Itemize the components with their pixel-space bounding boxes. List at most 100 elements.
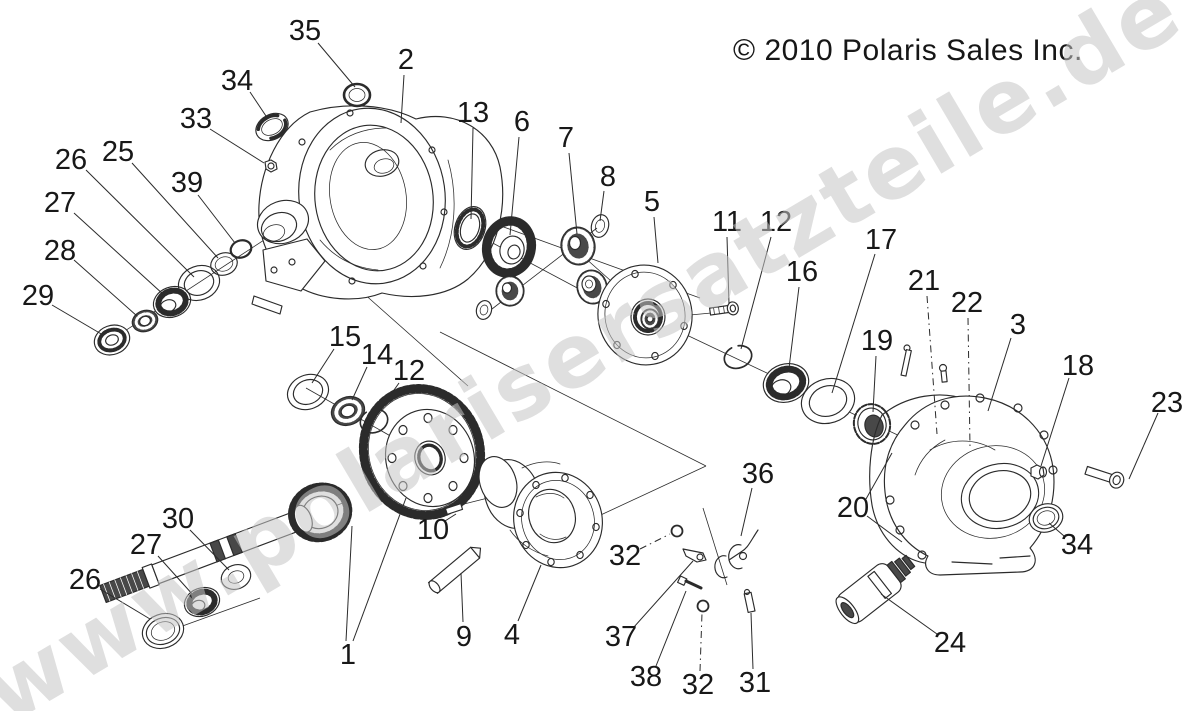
part-thrust-washer-13 <box>453 205 487 251</box>
copyright-text: © 2010 Polaris Sales Inc. <box>733 34 1083 67</box>
part-seal-34-cover <box>1028 503 1064 533</box>
callout-37: 37 <box>605 621 637 653</box>
part-snap-ring-12 <box>723 344 753 370</box>
callout-28: 28 <box>44 235 76 267</box>
leader-line-24 <box>880 593 938 635</box>
callout-29: 29 <box>22 280 54 312</box>
construction-line <box>361 291 469 387</box>
leader-line-16 <box>788 286 800 369</box>
leader-line-1 <box>352 497 407 642</box>
part-output-flange-5 <box>597 264 693 366</box>
part-coupler-19 <box>852 403 892 445</box>
part-seal-26-pinion <box>141 612 185 650</box>
callout-9: 9 <box>456 621 472 653</box>
leader-line-25 <box>131 162 219 259</box>
leader-line-11 <box>726 236 730 305</box>
part-plug-18 <box>1030 464 1048 480</box>
leader-line-12 <box>374 382 400 418</box>
part-main-gearcase <box>251 105 504 315</box>
leader-line-38 <box>655 590 687 667</box>
callout-21: 21 <box>908 265 940 297</box>
part-solenoid-24 <box>835 554 916 625</box>
callout-18: 18 <box>1062 350 1094 382</box>
leader-line-1 <box>345 525 353 642</box>
callout-32: 32 <box>609 540 641 572</box>
part-bearing-race-17 <box>800 377 856 425</box>
leader-line-35 <box>317 42 356 88</box>
callout-15: 15 <box>329 321 361 353</box>
leader-line-39 <box>197 194 236 244</box>
leader-line-32 <box>699 612 703 672</box>
part-washer-8-lower <box>475 300 493 320</box>
part-bearing-16 <box>762 363 810 403</box>
part-washer-29 <box>93 324 131 356</box>
leader-line-17 <box>831 253 876 394</box>
leader-lines <box>51 42 1159 672</box>
callout-33: 33 <box>180 103 212 135</box>
callout-6: 6 <box>514 106 530 138</box>
callout-25: 25 <box>102 136 134 168</box>
callout-16: 16 <box>786 256 818 288</box>
callout-34: 34 <box>221 65 253 97</box>
part-oring-32b <box>696 599 710 613</box>
leader-line-13 <box>470 127 474 220</box>
callout-36: 36 <box>742 458 774 490</box>
leader-line-34 <box>249 91 269 120</box>
callout-12: 12 <box>760 206 792 238</box>
leader-line-15 <box>311 348 335 384</box>
callout-17: 17 <box>865 224 897 256</box>
leader-line-23 <box>1128 412 1159 480</box>
leader-line-12 <box>740 236 772 350</box>
callout-5: 5 <box>644 186 660 218</box>
leader-line-2 <box>400 74 405 124</box>
leader-line-28 <box>73 259 138 317</box>
callout-23: 23 <box>1151 387 1183 419</box>
part-detent-pin-21 <box>900 344 912 377</box>
part-diff-carrier-4 <box>478 456 603 569</box>
callout-12: 12 <box>393 355 425 387</box>
leader-line-20 <box>866 515 903 543</box>
callout-38: 38 <box>630 661 662 693</box>
leader-line-5 <box>653 216 659 264</box>
leader-line-20 <box>865 452 893 500</box>
leader-line-29 <box>51 304 104 336</box>
callout-27: 27 <box>44 187 76 219</box>
part-bolt-11 <box>709 301 739 316</box>
leader-line-31 <box>750 612 754 670</box>
leader-line-37 <box>633 560 694 628</box>
leader-line-7 <box>568 152 578 235</box>
part-nut-33 <box>264 159 278 173</box>
leader-line-27 <box>157 555 195 597</box>
leader-line-27 <box>73 212 165 296</box>
part-bolt-23 <box>1084 465 1125 489</box>
leader-line-3 <box>987 337 1012 412</box>
leader-line-33 <box>209 128 265 164</box>
part-oring-39 <box>229 239 253 259</box>
callout-8: 8 <box>600 161 616 193</box>
part-splined-hub <box>576 269 608 305</box>
part-pinion-shaft-1 <box>99 482 353 603</box>
leader-line-21 <box>926 295 938 435</box>
callout-13: 13 <box>457 97 489 129</box>
part-pin-31 <box>743 588 756 613</box>
callout-2: 2 <box>398 44 414 76</box>
part-rear-cover-3 <box>883 393 1058 576</box>
leader-line-32 <box>639 533 671 550</box>
leader-line-8 <box>599 190 605 222</box>
leader-line-34 <box>1048 522 1065 537</box>
leader-line-19 <box>872 355 877 413</box>
callout-22: 22 <box>951 287 983 319</box>
callout-7: 7 <box>558 122 574 154</box>
part-pinion-gear-7-lower <box>495 275 525 307</box>
part-seal-15 <box>286 373 330 411</box>
leader-line-30 <box>189 529 230 571</box>
callout-35: 35 <box>289 15 321 47</box>
callout-31: 31 <box>739 667 771 699</box>
callout-1: 1 <box>340 639 356 671</box>
leader-line-9 <box>460 572 464 623</box>
part-shift-fork-36 <box>714 529 759 579</box>
callout-11: 11 <box>712 206 742 238</box>
leader-line-26 <box>99 588 151 620</box>
leader-line-6 <box>509 136 520 236</box>
